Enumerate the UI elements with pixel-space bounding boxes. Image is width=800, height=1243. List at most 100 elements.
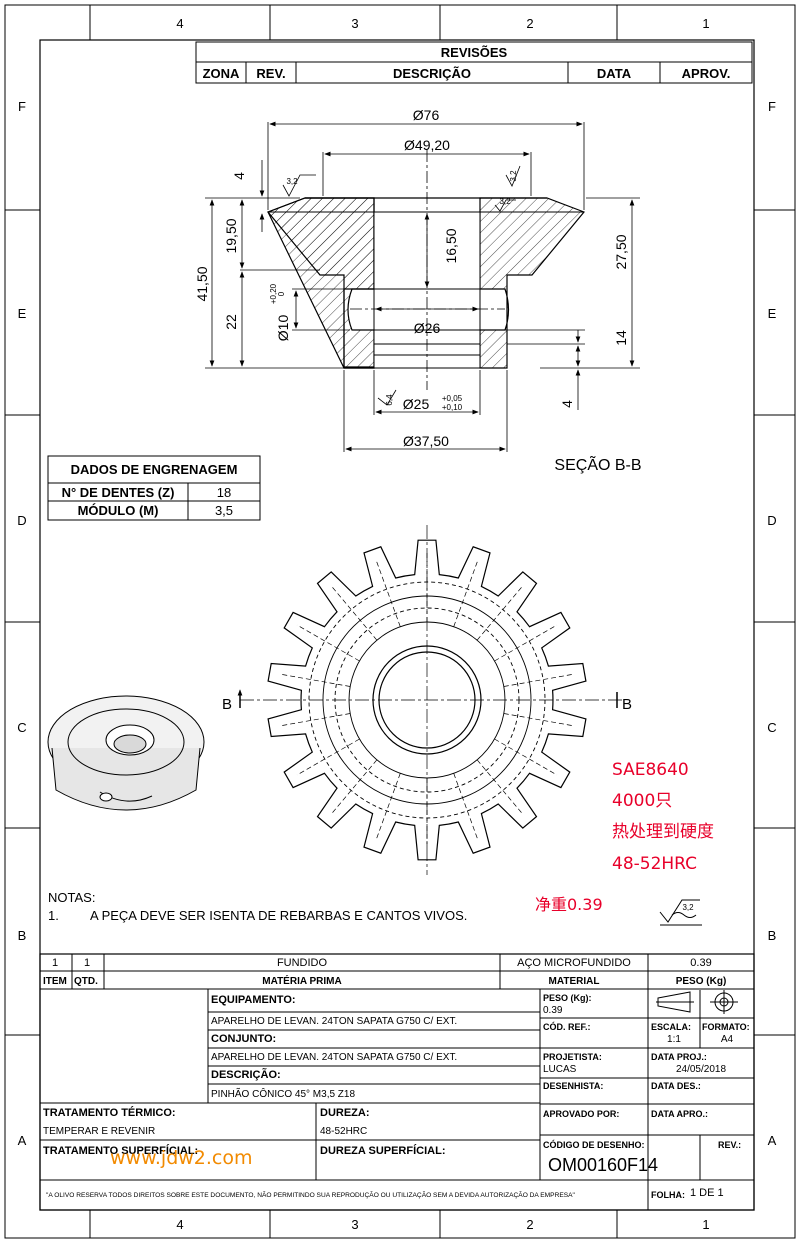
gear-tooth-hidden-line (279, 673, 351, 687)
dim-h1650: 16,50 (443, 228, 459, 263)
zone-col-1-bottom: 1 (702, 1217, 709, 1232)
gear-tooth-hidden-line (503, 673, 575, 687)
gear-tooth-hidden-line (453, 773, 479, 842)
dim-d10-tol-lower: 0 (277, 291, 286, 296)
zone-row-f-right: F (768, 99, 776, 114)
roughness-inner: 3,2 (499, 197, 511, 206)
tratamento-termico-label: TRATAMENTO TÉRMICO: (43, 1107, 176, 1119)
roughness-top-right: 3,2 (509, 170, 518, 182)
title-block-frame (39, 953, 755, 1211)
projetista-label: PROJETISTA: (543, 1052, 602, 1062)
dim-d25-tol-upper: +0,05 (442, 394, 463, 403)
dim-h2750: 27,50 (613, 234, 629, 269)
cut-marker-left: B (222, 696, 232, 713)
folha-value: 1 DE 1 (690, 1187, 724, 1199)
rev-col-aprov: APROV. (682, 66, 731, 81)
bom-header-item: ITEM (43, 976, 67, 987)
gear-tooth-hidden-line (476, 759, 524, 816)
zone-col-3: 3 (351, 16, 358, 31)
data-proj-value: 24/05/2018 (675, 1064, 727, 1075)
zone-row-a: A (18, 1133, 27, 1148)
dim-h1950: 19,50 (223, 218, 239, 253)
cut-marker-right: B (622, 696, 632, 713)
annotation-quantity: 4000只 (612, 791, 673, 811)
gear-tooth-hidden-line (296, 624, 360, 662)
bom-header-material: MATERIAL (548, 976, 600, 987)
revisions-title: REVISÕES (441, 45, 508, 60)
dim-d10: Ø10 (275, 315, 291, 342)
rev-col-data: DATA (597, 66, 632, 81)
desenhista-label: DESENHISTA: (543, 1081, 604, 1091)
escala-value: 1:1 (667, 1034, 681, 1045)
disclaimer: "A OLIVO RESERVA TODOS DIREITOS SOBRE ES… (46, 1192, 575, 1199)
projetista-value: LUCAS (543, 1064, 577, 1075)
folha-label: FOLHA: (651, 1190, 685, 1200)
notes-title: NOTAS: (48, 890, 95, 905)
dim-h22: 22 (223, 314, 239, 330)
dim-d26: Ø26 (414, 320, 441, 336)
annotation-heat-treatment: 热处理到硬度 (612, 822, 714, 842)
zone-col-3-bottom: 3 (351, 1217, 358, 1232)
conjunto-value: APARELHO DE LEVAN. 24TON SAPATA G750 C/ … (211, 1052, 458, 1063)
cod-ref-label: CÓD. REF.: (543, 1022, 591, 1032)
gear-teeth-label: N° DE DENTES (Z) (62, 485, 175, 500)
equipamento-label: EQUIPAMENTO: (211, 994, 296, 1006)
gear-tooth-hidden-line (375, 558, 401, 627)
zone-row-c: C (17, 720, 26, 735)
gear-data-table: DADOS DE ENGRENAGEM N° DE DENTES (Z) 18 … (47, 455, 261, 521)
zone-col-4-bottom: 4 (176, 1217, 183, 1232)
gear-tooth-hidden-line (279, 713, 351, 727)
bom-header-raw-material: MATÉRIA PRIMA (262, 976, 342, 987)
gear-isometric-picture (47, 695, 205, 811)
tratamento-superficial-label: TRATAMENTO SUPERFÍCIAL: (43, 1145, 199, 1157)
general-roughness-symbol (659, 899, 702, 926)
section-label: SEÇÃO B-B (554, 454, 641, 474)
dim-d25-tol-lower: +0,10 (442, 403, 463, 412)
zone-row-a-right: A (768, 1133, 777, 1148)
annotation-net-weight: 净重0.39 (535, 895, 603, 914)
dim-h4150: 41,50 (194, 266, 210, 301)
data-proj-label: DATA PROJ.: (651, 1052, 707, 1062)
note-1-text: A PEÇA DEVE SER ISENTA DE REBARBAS E CAN… (90, 908, 467, 923)
zone-col-4: 4 (176, 16, 183, 31)
annotation-hardness: 48-52HRC (612, 854, 698, 874)
rev-col-rev: REV. (256, 66, 285, 81)
zone-row-b-right: B (768, 928, 777, 943)
gear-module-label: MÓDULO (M) (78, 503, 159, 518)
zone-col-2-bottom: 2 (526, 1217, 533, 1232)
gear-tooth-hidden-line (494, 738, 558, 776)
bom-weight: 0.39 (690, 957, 712, 969)
tratamento-termico-value: TEMPERAR E REVENIR (43, 1126, 156, 1137)
zone-row-c-right: C (767, 720, 776, 735)
dureza-superficial-label: DUREZA SUPERFÍCIAL: (320, 1145, 446, 1157)
revisions-table: REVISÕES ZONA REV. DESCRIÇÃO DATA APROV. (195, 41, 753, 84)
descricao-value: PINHÃO CÔNICO 45° M3,5 Z18 (211, 1089, 356, 1100)
descricao-label: DESCRIÇÃO: (211, 1069, 281, 1081)
equipamento-value: APARELHO DE LEVAN. 24TON SAPATA G750 C/ … (211, 1016, 458, 1027)
gear-tooth-hidden-line (375, 773, 401, 842)
zone-row-d: D (17, 513, 26, 528)
general-roughness-value: 3,2 (682, 903, 694, 912)
zone-row-d-right: D (767, 513, 776, 528)
formato-label: FORMATO: (702, 1022, 750, 1032)
section-right-half (479, 197, 585, 369)
section-view: Ø76 Ø49,20 Ø26 Ø25 Ø37,50 4 19,50 41,50 … (194, 107, 642, 474)
data-apro-label: DATA APRO.: (651, 1109, 708, 1119)
section-cut-line (237, 689, 624, 708)
gear-tooth-hidden-line (503, 713, 575, 727)
aprovado-label: APROVADO POR: (543, 1109, 620, 1119)
gear-tooth-hidden-line (330, 759, 378, 816)
dim-d10-tol-upper: +0,20 (269, 283, 278, 304)
conjunto-label: CONJUNTO: (211, 1033, 277, 1045)
bom-material: AÇO MICROFUNDIDO (517, 957, 631, 969)
rev-col-descricao: DESCRIÇÃO (393, 66, 471, 81)
gear-data-title: DADOS DE ENGRENAGEM (71, 462, 238, 477)
zone-col-2: 2 (526, 16, 533, 31)
codigo-label: CÓDIGO DE DESENHO: (543, 1140, 645, 1150)
dim-h4-top: 4 (231, 172, 247, 180)
gear-teeth-value: 18 (217, 485, 231, 500)
dureza-label: DUREZA: (320, 1107, 370, 1119)
bom-header-qty: QTD. (74, 976, 98, 987)
bom-raw-material: FUNDIDO (276, 957, 328, 969)
